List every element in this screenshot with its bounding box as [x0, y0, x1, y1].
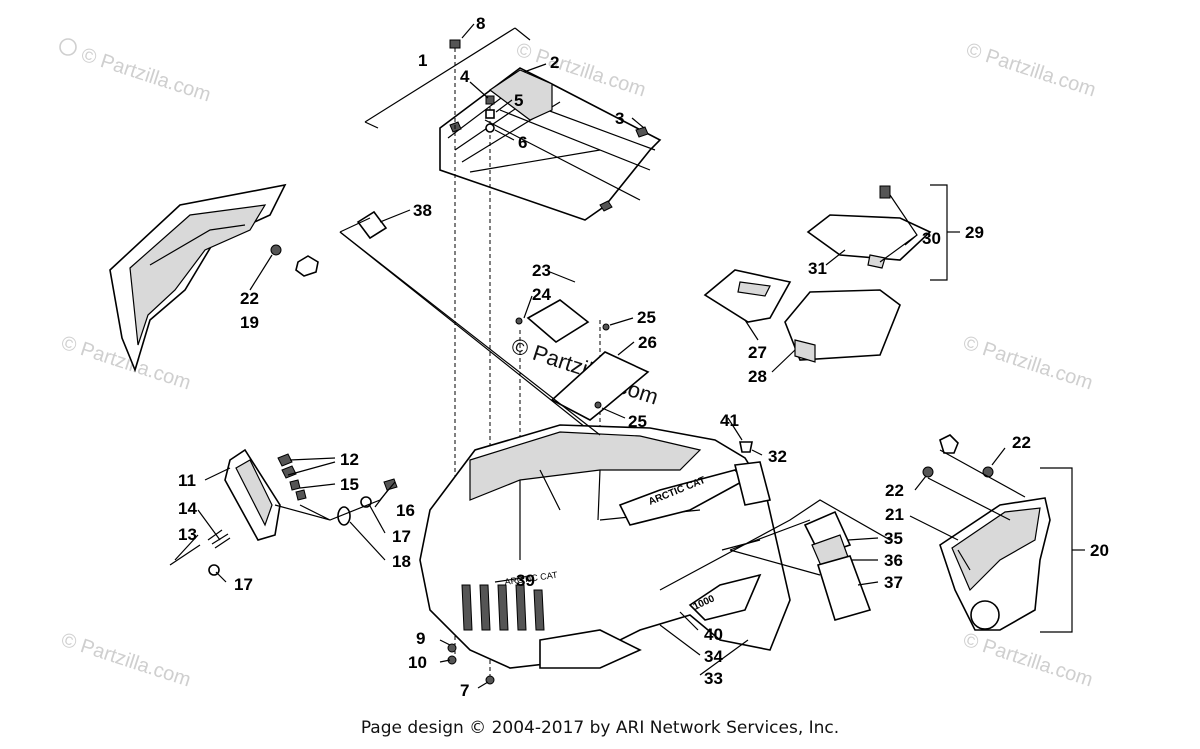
left-side-panel: [109, 183, 287, 373]
grille: [461, 584, 545, 631]
callout-10: 10: [408, 653, 427, 672]
callout-20: 20: [1090, 541, 1109, 560]
callout-36: 36: [884, 551, 903, 570]
callout-1: 1: [418, 51, 427, 70]
watermark-bottom-left: © Partzilla.com: [58, 629, 193, 692]
callout-41: 41: [720, 411, 739, 430]
callout-35: 35: [884, 529, 903, 548]
callout-31: 31: [808, 259, 827, 278]
bracket-20: [1040, 467, 1073, 633]
callout-34: 34: [704, 647, 723, 666]
callout-24: 24: [532, 285, 551, 304]
callout-32: 32: [768, 447, 787, 466]
decal-38: [356, 210, 388, 240]
callout-22-mid: 22: [885, 481, 904, 500]
storage-lid-27: [703, 269, 792, 323]
callout-33: 33: [704, 669, 723, 688]
callout-29: 29: [965, 223, 984, 242]
callout-22-right: 22: [1012, 433, 1031, 452]
callout-25-top: 25: [637, 308, 656, 327]
callout-13: 13: [178, 525, 197, 544]
hardware-4-5-6: [485, 95, 495, 133]
front-rack: [439, 67, 662, 221]
panel-23: [526, 299, 590, 343]
callout-38: 38: [413, 201, 432, 220]
callout-labels: 1 2 3 4 5 6 7 8 9 10 11 12 13 14 15 16 1…: [178, 14, 1109, 700]
bolt-8: [449, 39, 461, 49]
callout-40: 40: [704, 625, 723, 644]
callout-7: 7: [460, 681, 469, 700]
callout-30: 30: [922, 229, 941, 248]
callout-11: 11: [178, 471, 196, 490]
svg-text:© Partzilla.com: © Partzilla.com: [78, 44, 213, 107]
callout-16: 16: [396, 501, 415, 520]
watermark-mid-right: © Partzilla.com: [960, 332, 1095, 395]
storage-lid-29: [806, 185, 932, 269]
callout-4: 4: [460, 67, 470, 86]
callout-3: 3: [615, 109, 624, 128]
rack-bracket: [364, 27, 531, 123]
callout-19: 19: [240, 313, 259, 332]
callout-27: 27: [748, 343, 767, 362]
page-footer: Page design © 2004-2017 by ARI Network S…: [360, 718, 840, 738]
callout-5: 5: [514, 91, 523, 110]
svg-text:© Partzilla.com: © Partzilla.com: [960, 332, 1095, 395]
callout-26: 26: [638, 333, 657, 352]
callout-12: 12: [340, 450, 359, 469]
svg-text:© Partzilla.com: © Partzilla.com: [960, 629, 1095, 692]
callout-22-left: 22: [240, 289, 259, 308]
bracket-26: [550, 351, 650, 421]
plug-32: [739, 441, 753, 453]
watermark-bottom-right: © Partzilla.com: [960, 629, 1095, 692]
storage-tray-28: [784, 289, 901, 363]
callout-2: 2: [550, 53, 559, 72]
front-fender-hood: ARCTIC CAT ARCTIC CAT 1000: [419, 424, 791, 669]
right-side-panel: [939, 497, 1051, 631]
callout-25-bottom: 25: [628, 412, 647, 431]
svg-text:© Partzilla.com: © Partzilla.com: [963, 39, 1098, 102]
callout-15: 15: [340, 475, 359, 494]
callout-17-right: 17: [392, 527, 411, 546]
svg-text:© Partzilla.com: © Partzilla.com: [58, 629, 193, 692]
callout-23: 23: [532, 261, 551, 280]
headlight-assembly: [224, 448, 281, 541]
watermark-top-right: © Partzilla.com: [963, 39, 1098, 102]
callout-37: 37: [884, 573, 903, 592]
callout-21: 21: [885, 505, 904, 524]
push-rivet-22-left: [270, 244, 319, 277]
callout-28: 28: [748, 367, 767, 386]
callout-18: 18: [392, 552, 411, 571]
push-rivet-22-right: [922, 434, 994, 478]
adjuster-hardware: [169, 453, 398, 576]
callout-8: 8: [476, 14, 485, 33]
decal-37: [816, 555, 872, 621]
callout-39: 39: [516, 571, 535, 590]
callout-6: 6: [518, 133, 527, 152]
callout-14: 14: [178, 499, 197, 518]
leader-lines: [174, 23, 1006, 689]
watermark-top-left: © Partzilla.com: [59, 38, 213, 107]
callout-9: 9: [416, 629, 425, 648]
callout-17-left: 17: [234, 575, 253, 594]
